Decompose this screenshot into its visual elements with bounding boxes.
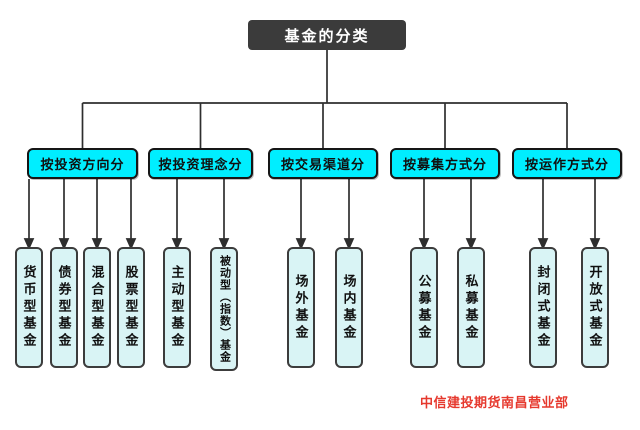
leaf-bond-fund: 债券型基金: [50, 247, 78, 368]
leaf-label: 场内基金: [341, 273, 357, 342]
leaf-private-fund: 私募基金: [457, 247, 485, 368]
leaf-label: 货币型基金: [21, 265, 37, 350]
leaf-passive-index-fund: 被动型（指数）基金: [210, 247, 238, 371]
leaf-label: 封闭式基金: [535, 265, 551, 350]
leaf-money-fund: 货币型基金: [15, 247, 43, 368]
category-fundraising-method: 按募集方式分: [390, 148, 500, 179]
leaf-label: 开放式基金: [587, 265, 603, 350]
leaf-label: 被动型（指数）基金: [218, 255, 231, 363]
category-investment-philosophy: 按投资理念分: [148, 148, 253, 179]
leaf-hybrid-fund: 混合型基金: [83, 247, 111, 368]
root-node: 基金的分类: [248, 20, 406, 50]
leaf-active-fund: 主动型基金: [163, 247, 191, 368]
leaf-stock-fund: 股票型基金: [117, 247, 145, 368]
category-operation-method: 按运作方式分: [512, 148, 622, 179]
leaf-closed-end-fund: 封闭式基金: [529, 247, 557, 368]
tree-connectors: [81, 50, 568, 148]
watermark-text: 中信建投期货南昌营业部: [420, 395, 569, 410]
leaf-label: 场外基金: [293, 273, 309, 342]
leaf-exchange-fund: 场内基金: [335, 247, 363, 368]
leaf-label: 主动型基金: [169, 265, 185, 350]
category-trading-channel: 按交易渠道分: [268, 148, 378, 179]
leaf-arrows: [23, 179, 601, 251]
leaf-label: 公募基金: [416, 273, 432, 342]
leaf-label: 债券型基金: [56, 265, 72, 350]
leaf-label: 混合型基金: [89, 265, 105, 350]
leaf-otc-fund: 场外基金: [287, 247, 315, 368]
leaf-open-end-fund: 开放式基金: [581, 247, 609, 368]
category-investment-direction: 按投资方向分: [27, 148, 138, 179]
leaf-public-fund: 公募基金: [410, 247, 438, 368]
leaf-label: 私募基金: [463, 273, 479, 342]
leaf-label: 股票型基金: [123, 265, 139, 350]
